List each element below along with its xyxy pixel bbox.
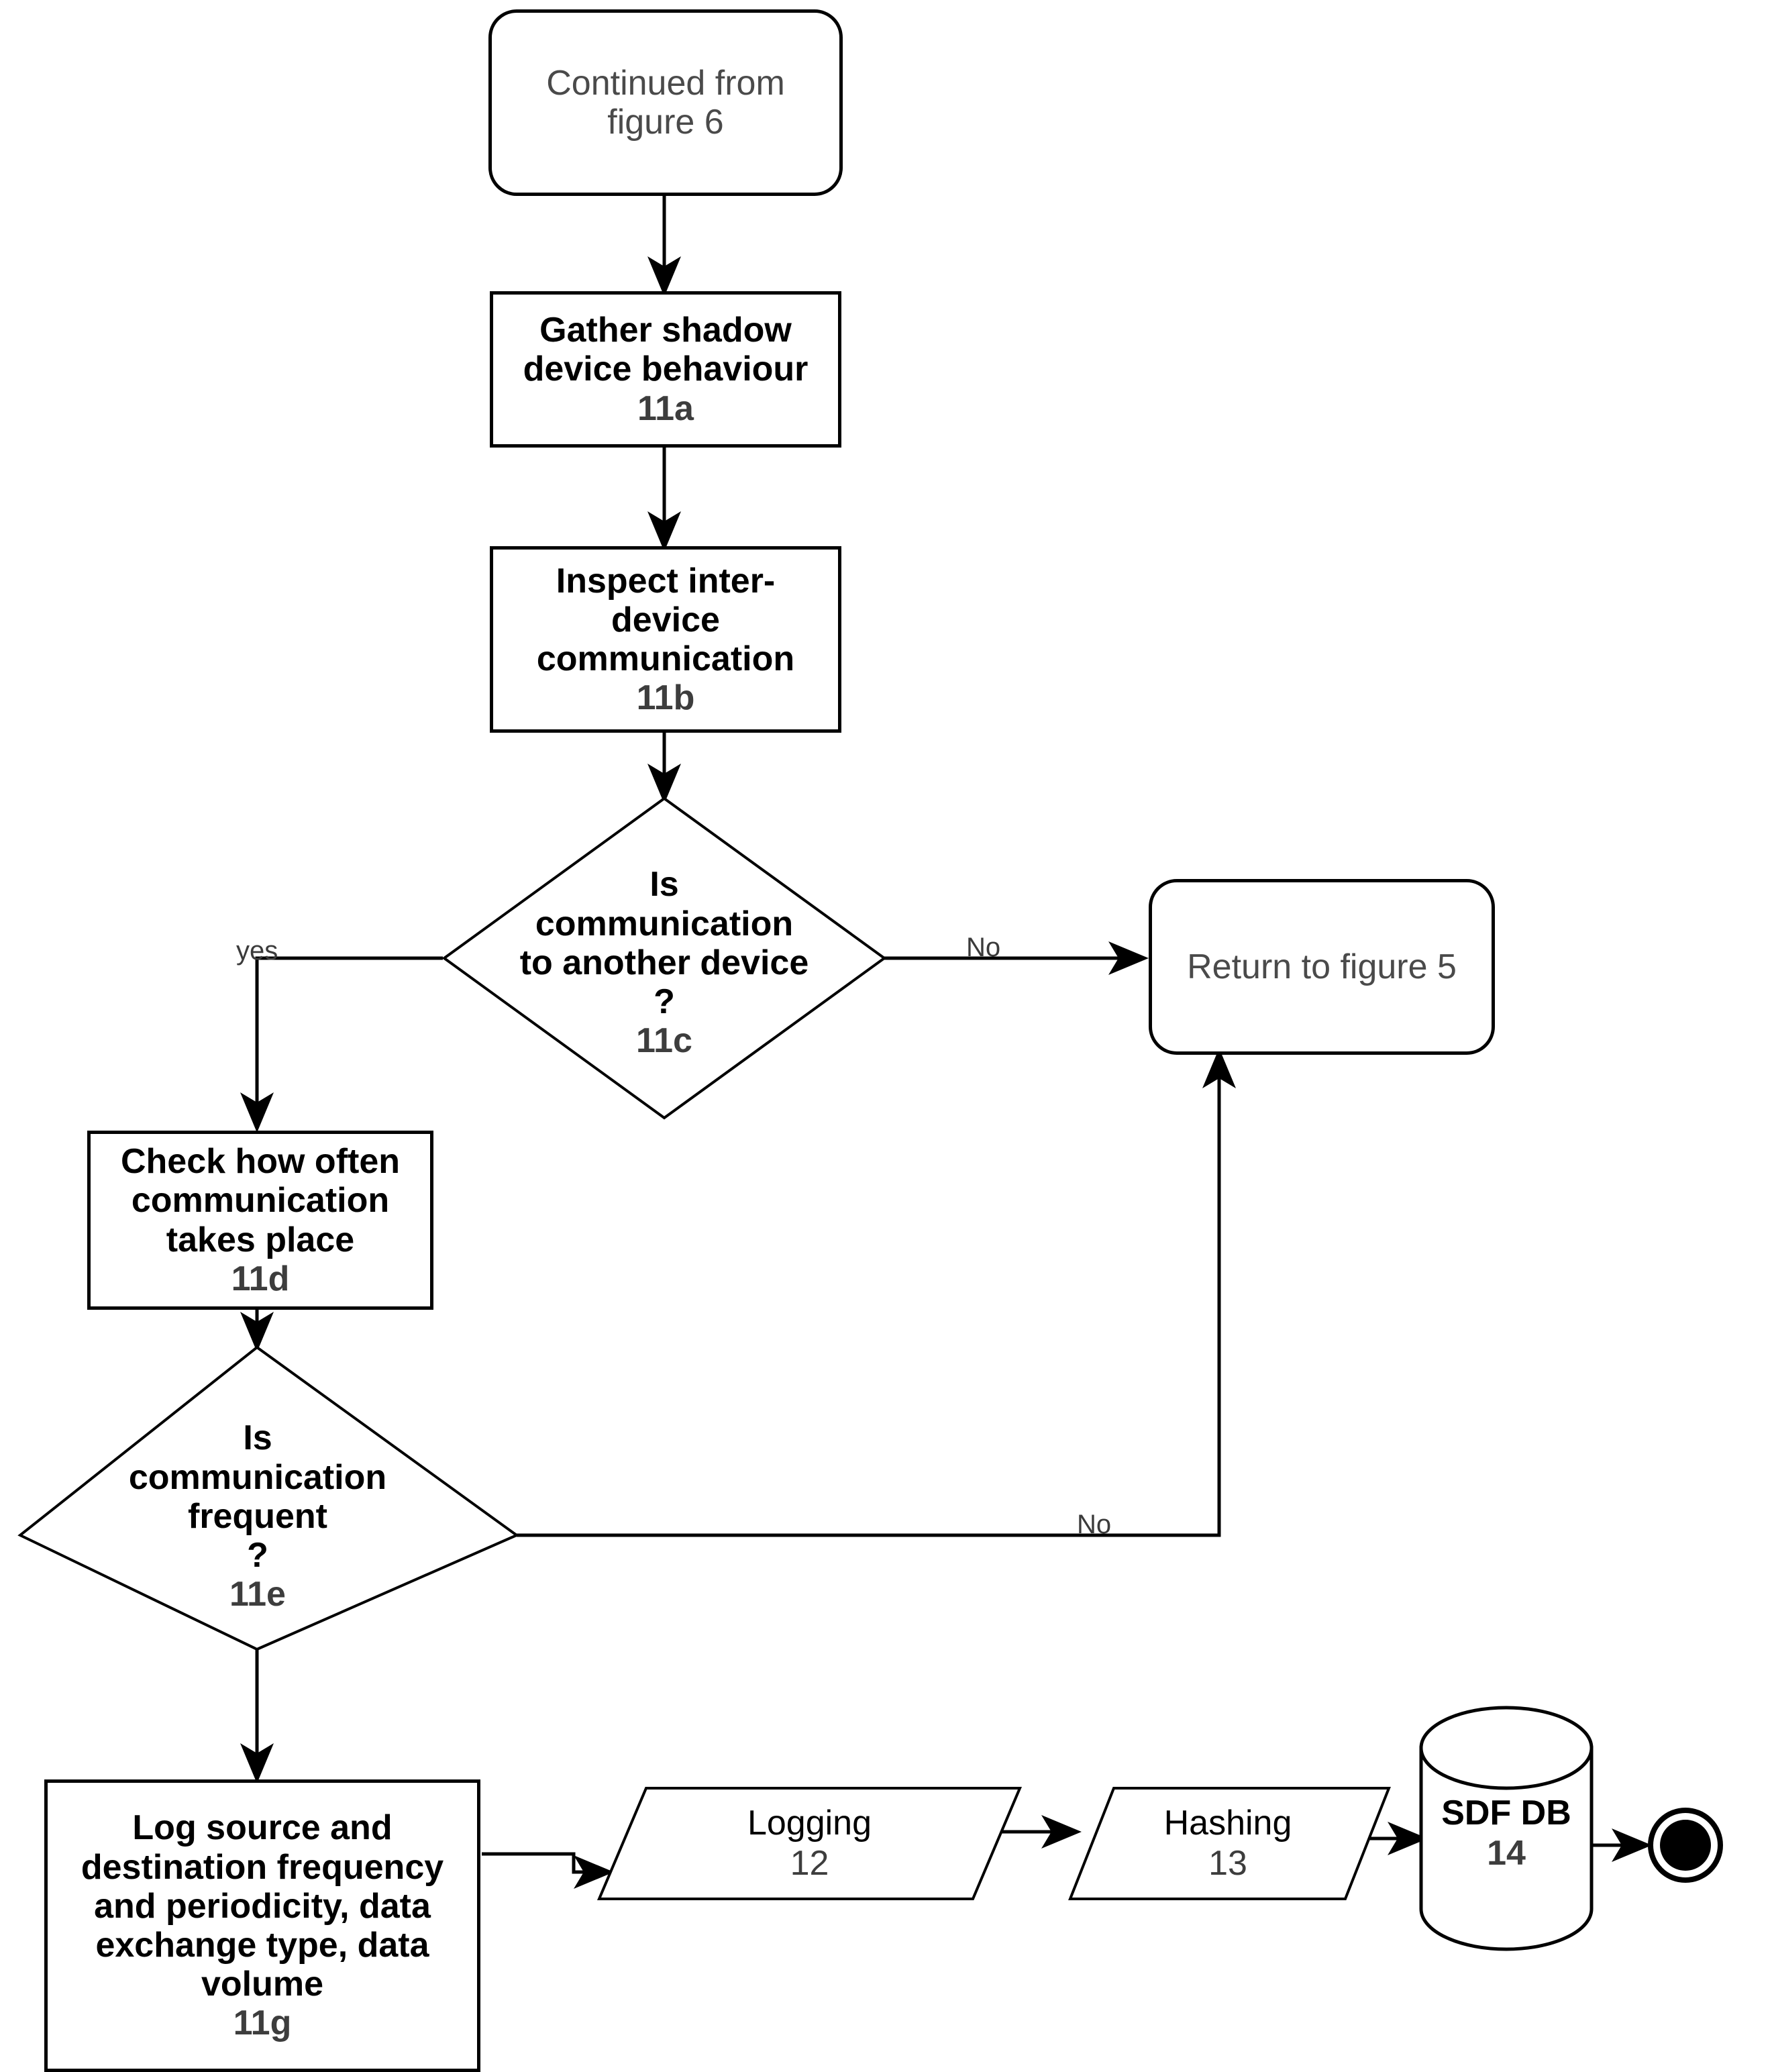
check-text: Check how often communication takes plac…	[120, 1142, 401, 1259]
return-terminator-label: Return to figure 5	[1187, 947, 1457, 986]
decision-shape-11c	[441, 796, 887, 1120]
hashing-ref: 13	[1208, 1843, 1247, 1883]
return-terminator[interactable]: Return to figure 5	[1149, 879, 1495, 1055]
inspect-text: Inspect inter- device communication	[536, 561, 795, 678]
decision-shape-11e	[17, 1345, 520, 1651]
process-check-how-often-communication[interactable]: Check how often communication takes plac…	[87, 1131, 433, 1310]
edge-label-yes: yes	[236, 936, 278, 966]
check-ref: 11d	[231, 1259, 290, 1298]
logging-ref: 12	[790, 1843, 829, 1883]
logging-text: Logging	[747, 1803, 872, 1843]
parallelogram-shape-hashing	[1068, 1787, 1391, 1900]
process-check-label: Check how often communication takes plac…	[91, 1142, 430, 1298]
log-ref: 11g	[233, 2004, 292, 2043]
sdf-db-text: SDF DB	[1441, 1794, 1571, 1833]
parallelogram-shape-logging	[596, 1787, 1023, 1900]
edge-decision-11e-no-to-return	[517, 1048, 1236, 1537]
edge-label-no-11e: No	[1077, 1510, 1112, 1539]
edge-log-to-logging	[482, 1852, 614, 1889]
process-log-label: Log source and destination frequency and…	[48, 1808, 477, 2042]
process-log-source-destination[interactable]: Log source and destination frequency and…	[44, 1779, 480, 2072]
cylinder-shape-sdfdb	[1419, 1706, 1594, 1951]
sdf-db-ref: 14	[1487, 1834, 1526, 1873]
gather-text: Gather shadow device behaviour	[523, 311, 809, 389]
edge-decision-11c-yes-to-check	[240, 956, 443, 1133]
gather-ref: 11a	[637, 389, 694, 428]
end-node-shape	[1648, 1808, 1723, 1883]
start-terminator-label: Continued from figure 6	[546, 63, 785, 142]
hashing-text: Hashing	[1163, 1803, 1292, 1843]
log-text: Log source and destination frequency and…	[81, 1808, 444, 2004]
edge-label-no-11c: No	[966, 933, 1001, 962]
inspect-ref: 11b	[636, 678, 695, 718]
start-terminator[interactable]: Continued from figure 6	[488, 9, 843, 196]
